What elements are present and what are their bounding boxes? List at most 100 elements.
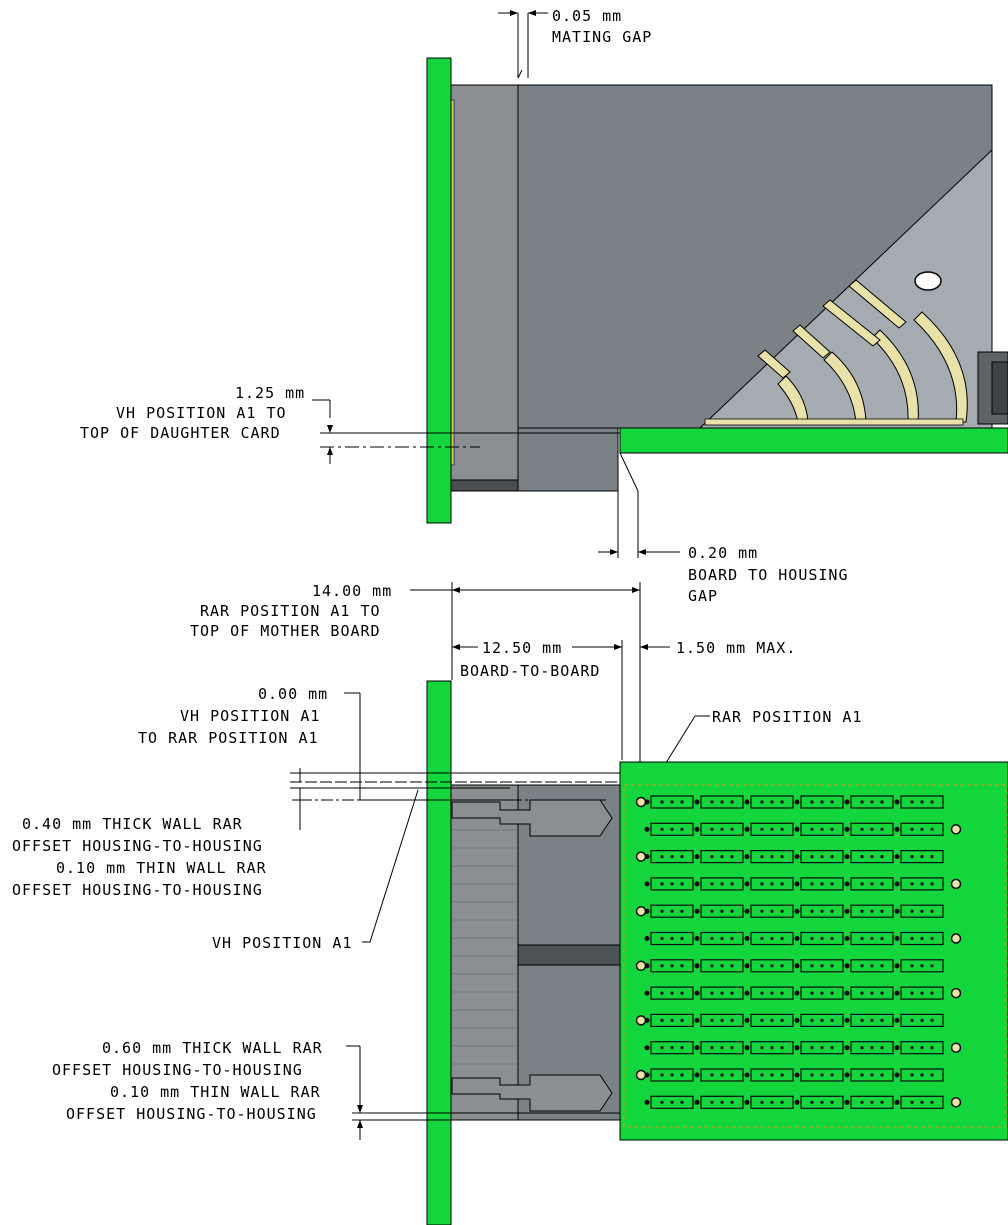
pad-contact-dot xyxy=(730,1046,734,1050)
pad-via xyxy=(794,1099,800,1105)
pad-via xyxy=(694,990,700,996)
vh-rar-line1: VH POSITION A1 xyxy=(180,707,320,725)
daughter-card-plan-view xyxy=(426,680,452,1225)
pad-contact-dot xyxy=(810,1018,814,1023)
pad-contact-dot xyxy=(720,1018,724,1023)
pad-via xyxy=(794,990,800,996)
pad-contact-dot xyxy=(760,855,764,859)
vh-a1-leader xyxy=(362,789,419,943)
pad-contact-dot xyxy=(660,827,664,831)
pad-contact-dot xyxy=(660,936,664,941)
pad-via xyxy=(844,826,850,832)
pad-contact-dot xyxy=(730,936,734,941)
pad-via xyxy=(844,799,850,805)
rar-position-a1-label: RAR POSITION A1 xyxy=(712,708,862,726)
pad-contact-dot xyxy=(670,991,674,995)
pad-contact-dot xyxy=(720,855,724,859)
pad-contact-dot xyxy=(930,827,934,831)
pad-contact-dot xyxy=(710,991,714,995)
pad-contact-dot xyxy=(780,1046,784,1050)
pad-contact-dot xyxy=(780,855,784,859)
board-housing-line1: BOARD TO HOUSING xyxy=(688,566,849,584)
pad-contact-dot xyxy=(760,1046,764,1050)
pad-contact-dot xyxy=(720,800,724,804)
rar-a1-dimension xyxy=(410,582,641,800)
pad-contact-dot xyxy=(670,882,674,886)
offset1-line4: OFFSET HOUSING-TO-HOUSING xyxy=(12,881,263,899)
pad-contact-dot xyxy=(920,909,924,913)
pad-contact-dot xyxy=(910,882,914,886)
pad-contact-dot xyxy=(820,909,824,913)
pad-contact-dot xyxy=(930,1018,934,1023)
housing-split-band xyxy=(517,944,621,966)
pad-contact-dot xyxy=(810,882,814,886)
alignment-ring-marker xyxy=(950,824,962,835)
pad-contact-dot xyxy=(810,964,814,968)
pad-contact-dot xyxy=(780,1100,784,1104)
pad-contact-dot xyxy=(860,909,864,913)
pad-contact-dot xyxy=(870,964,874,968)
pad-via xyxy=(844,1072,850,1078)
pad-contact-dot xyxy=(860,882,864,886)
pad-contact-dot xyxy=(880,909,884,913)
pad-contact-dot xyxy=(820,1073,824,1077)
pad-via xyxy=(644,990,650,996)
pad-contact-dot xyxy=(730,882,734,886)
mating-gap-value: 0.05 mm xyxy=(552,7,622,25)
pad-contact-dot xyxy=(760,909,764,913)
pad-contact-dot xyxy=(820,827,824,831)
pad-contact-dot xyxy=(680,1100,684,1104)
pad-contact-dot xyxy=(860,936,864,941)
pad-contact-dot xyxy=(860,800,864,804)
pad-contact-dot xyxy=(860,964,864,968)
pad-contact-dot xyxy=(770,964,774,968)
pad-contact-dot xyxy=(770,1046,774,1050)
pad-contact-dot xyxy=(680,1046,684,1050)
pad-contact-dot xyxy=(720,991,724,995)
pad-via xyxy=(694,1099,700,1105)
pad-via xyxy=(894,1017,900,1023)
pad-contact-dot xyxy=(910,827,914,831)
pad-contact-dot xyxy=(810,1100,814,1104)
vh-housing-plan xyxy=(449,784,519,1121)
pad-contact-dot xyxy=(780,964,784,968)
pad-contact-dot xyxy=(920,827,924,831)
offset1-dimension xyxy=(290,768,620,830)
alignment-ring-marker xyxy=(635,960,647,972)
pad-contact-dot xyxy=(730,909,734,913)
pad-contact-dot xyxy=(730,1073,734,1077)
pad-contact-dot xyxy=(670,827,674,831)
pad-contact-dot xyxy=(720,882,724,886)
pad-contact-dot xyxy=(910,964,914,968)
pad-via xyxy=(794,1072,800,1078)
pad-contact-dot xyxy=(880,991,884,995)
pad-contact-dot xyxy=(910,991,914,995)
offset2-line3: 0.10 mm THIN WALL RAR xyxy=(110,1083,321,1101)
pad-contact-dot xyxy=(760,1073,764,1077)
mother-board-plan-view xyxy=(619,761,1008,1141)
pad-contact-dot xyxy=(870,1046,874,1050)
pad-contact-dot xyxy=(770,827,774,831)
pad-contact-dot xyxy=(710,936,714,941)
vh-housing-base xyxy=(449,479,519,492)
pad-contact-dot xyxy=(660,964,664,968)
pad-contact-dot xyxy=(680,800,684,804)
rar-a1-line1: RAR POSITION A1 TO xyxy=(200,602,381,620)
b2b-label: BOARD-TO-BOARD xyxy=(460,662,600,680)
pad-via xyxy=(894,990,900,996)
pad-via xyxy=(744,1099,750,1105)
offset1-line3: 0.10 mm THIN WALL RAR xyxy=(56,859,267,877)
rar-terminals xyxy=(704,418,964,426)
pad-contact-dot xyxy=(670,1073,674,1077)
pad-via xyxy=(694,1072,700,1078)
pad-contact-dot xyxy=(930,991,934,995)
vh-a1-dimension xyxy=(312,399,620,464)
pad-contact-dot xyxy=(870,1073,874,1077)
pad-via xyxy=(844,1099,850,1105)
board-outline-dashed xyxy=(623,784,1007,1128)
pad-contact-dot xyxy=(930,800,934,804)
pad-contact-dot xyxy=(830,1046,834,1050)
mating-gap-label: MATING GAP xyxy=(552,28,652,46)
board-housing-line2: GAP xyxy=(688,587,718,605)
pad-contact-dot xyxy=(810,909,814,913)
